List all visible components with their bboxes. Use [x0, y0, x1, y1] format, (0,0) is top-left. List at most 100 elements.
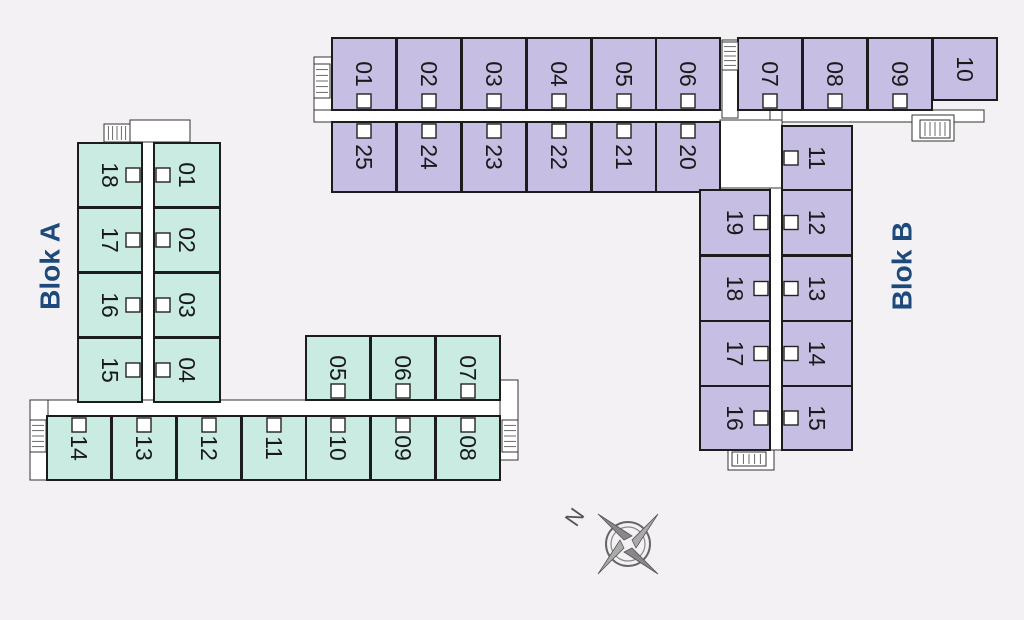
- unit-label-a-14: 14: [66, 435, 92, 461]
- unit-label-a-10: 10: [325, 435, 351, 461]
- unit-b-10[interactable]: [932, 37, 998, 101]
- door-b-09: [892, 93, 908, 109]
- unit-label-a-08: 08: [455, 435, 481, 461]
- door-a-17: [125, 232, 141, 248]
- unit-label-b-06: 06: [675, 61, 701, 87]
- unit-label-b-12: 12: [804, 210, 830, 236]
- stair-icon-b-right: [919, 119, 951, 139]
- door-a-01: [155, 167, 171, 183]
- unit-label-b-13: 13: [804, 276, 830, 302]
- door-a-13: [136, 417, 152, 433]
- unit-label-b-17: 17: [722, 341, 748, 367]
- corridor-0: [129, 119, 191, 143]
- door-b-14: [783, 345, 799, 362]
- door-b-08: [827, 93, 843, 109]
- door-a-12: [201, 417, 217, 433]
- door-a-08: [460, 417, 476, 433]
- door-a-07: [460, 383, 476, 399]
- door-b-20: [680, 123, 696, 139]
- unit-label-b-08: 08: [822, 61, 848, 87]
- unit-label-a-09: 09: [390, 435, 416, 461]
- unit-label-b-10: 10: [952, 56, 978, 82]
- unit-b-19[interactable]: [699, 189, 771, 256]
- unit-a-14[interactable]: [46, 415, 112, 481]
- unit-label-a-05: 05: [325, 355, 351, 381]
- unit-label-b-04: 04: [546, 61, 572, 87]
- unit-label-b-01: 01: [351, 61, 377, 87]
- door-a-16: [125, 297, 141, 313]
- unit-label-a-13: 13: [131, 435, 157, 461]
- door-b-03: [486, 93, 502, 109]
- unit-label-b-14: 14: [804, 341, 830, 367]
- unit-label-a-01: 01: [174, 162, 200, 188]
- unit-label-a-07: 07: [455, 355, 481, 381]
- corridor-6: [313, 109, 985, 123]
- unit-b-04[interactable]: [526, 37, 592, 111]
- unit-label-b-23: 23: [481, 144, 507, 170]
- unit-label-b-11: 11: [804, 146, 830, 170]
- door-a-03: [155, 297, 171, 313]
- door-a-09: [395, 417, 411, 433]
- door-a-06: [395, 383, 411, 399]
- blok-a-label: Blok A: [34, 222, 65, 310]
- door-b-21: [616, 123, 632, 139]
- door-b-25: [356, 123, 372, 139]
- unit-label-b-21: 21: [611, 144, 637, 170]
- door-b-24: [421, 123, 437, 139]
- unit-label-b-24: 24: [416, 144, 442, 170]
- stair-icon-a-right: [501, 419, 519, 453]
- corridor-1: [141, 141, 155, 405]
- unit-label-b-03: 03: [481, 61, 507, 87]
- unit-label-b-05: 05: [611, 61, 637, 87]
- door-a-15: [125, 362, 141, 378]
- unit-label-b-18: 18: [722, 276, 748, 302]
- compass-icon: N: [560, 503, 659, 575]
- door-b-19: [753, 214, 769, 231]
- door-a-04: [155, 362, 171, 378]
- unit-label-b-19: 19: [722, 210, 748, 236]
- door-a-11: [266, 417, 282, 433]
- door-b-07: [762, 93, 778, 109]
- door-b-11: [783, 150, 799, 166]
- door-b-18: [753, 280, 769, 297]
- stair-icon-a-top: [103, 123, 131, 143]
- unit-label-a-16: 16: [97, 292, 123, 318]
- door-b-04: [551, 93, 567, 109]
- door-b-15: [783, 410, 799, 426]
- unit-label-a-04: 04: [174, 357, 200, 383]
- unit-label-b-15: 15: [804, 405, 830, 431]
- stair-icon-a-left: [29, 419, 47, 453]
- door-b-01: [356, 93, 372, 109]
- unit-label-b-25: 25: [351, 144, 377, 170]
- door-b-05: [616, 93, 632, 109]
- unit-b-18[interactable]: [699, 255, 771, 322]
- door-a-10: [330, 417, 346, 433]
- unit-label-b-07: 07: [757, 61, 783, 87]
- unit-b-16[interactable]: [699, 385, 771, 451]
- unit-label-a-18: 18: [97, 162, 123, 188]
- unit-label-a-02: 02: [174, 227, 200, 253]
- unit-label-a-03: 03: [174, 292, 200, 318]
- door-b-06: [680, 93, 696, 109]
- door-a-18: [125, 167, 141, 183]
- unit-a-02[interactable]: [153, 207, 221, 273]
- blok-b-label: Blok B: [886, 222, 917, 311]
- door-a-02: [155, 232, 171, 248]
- stair-icon-b-bottom: [731, 451, 767, 467]
- door-b-23: [486, 123, 502, 139]
- unit-label-b-09: 09: [887, 61, 913, 87]
- unit-doors: [71, 93, 908, 433]
- unit-label-b-02: 02: [416, 61, 442, 87]
- door-a-05: [330, 383, 346, 399]
- unit-label-b-20: 20: [675, 144, 701, 170]
- unit-label-b-16: 16: [722, 405, 748, 431]
- unit-label-a-12: 12: [196, 435, 222, 461]
- door-b-12: [783, 214, 799, 231]
- stairwells: [29, 41, 951, 467]
- corridor-9: [719, 119, 783, 189]
- door-b-02: [421, 93, 437, 109]
- door-b-13: [783, 280, 799, 297]
- stair-icon-b-left: [313, 63, 331, 99]
- door-b-17: [753, 345, 769, 362]
